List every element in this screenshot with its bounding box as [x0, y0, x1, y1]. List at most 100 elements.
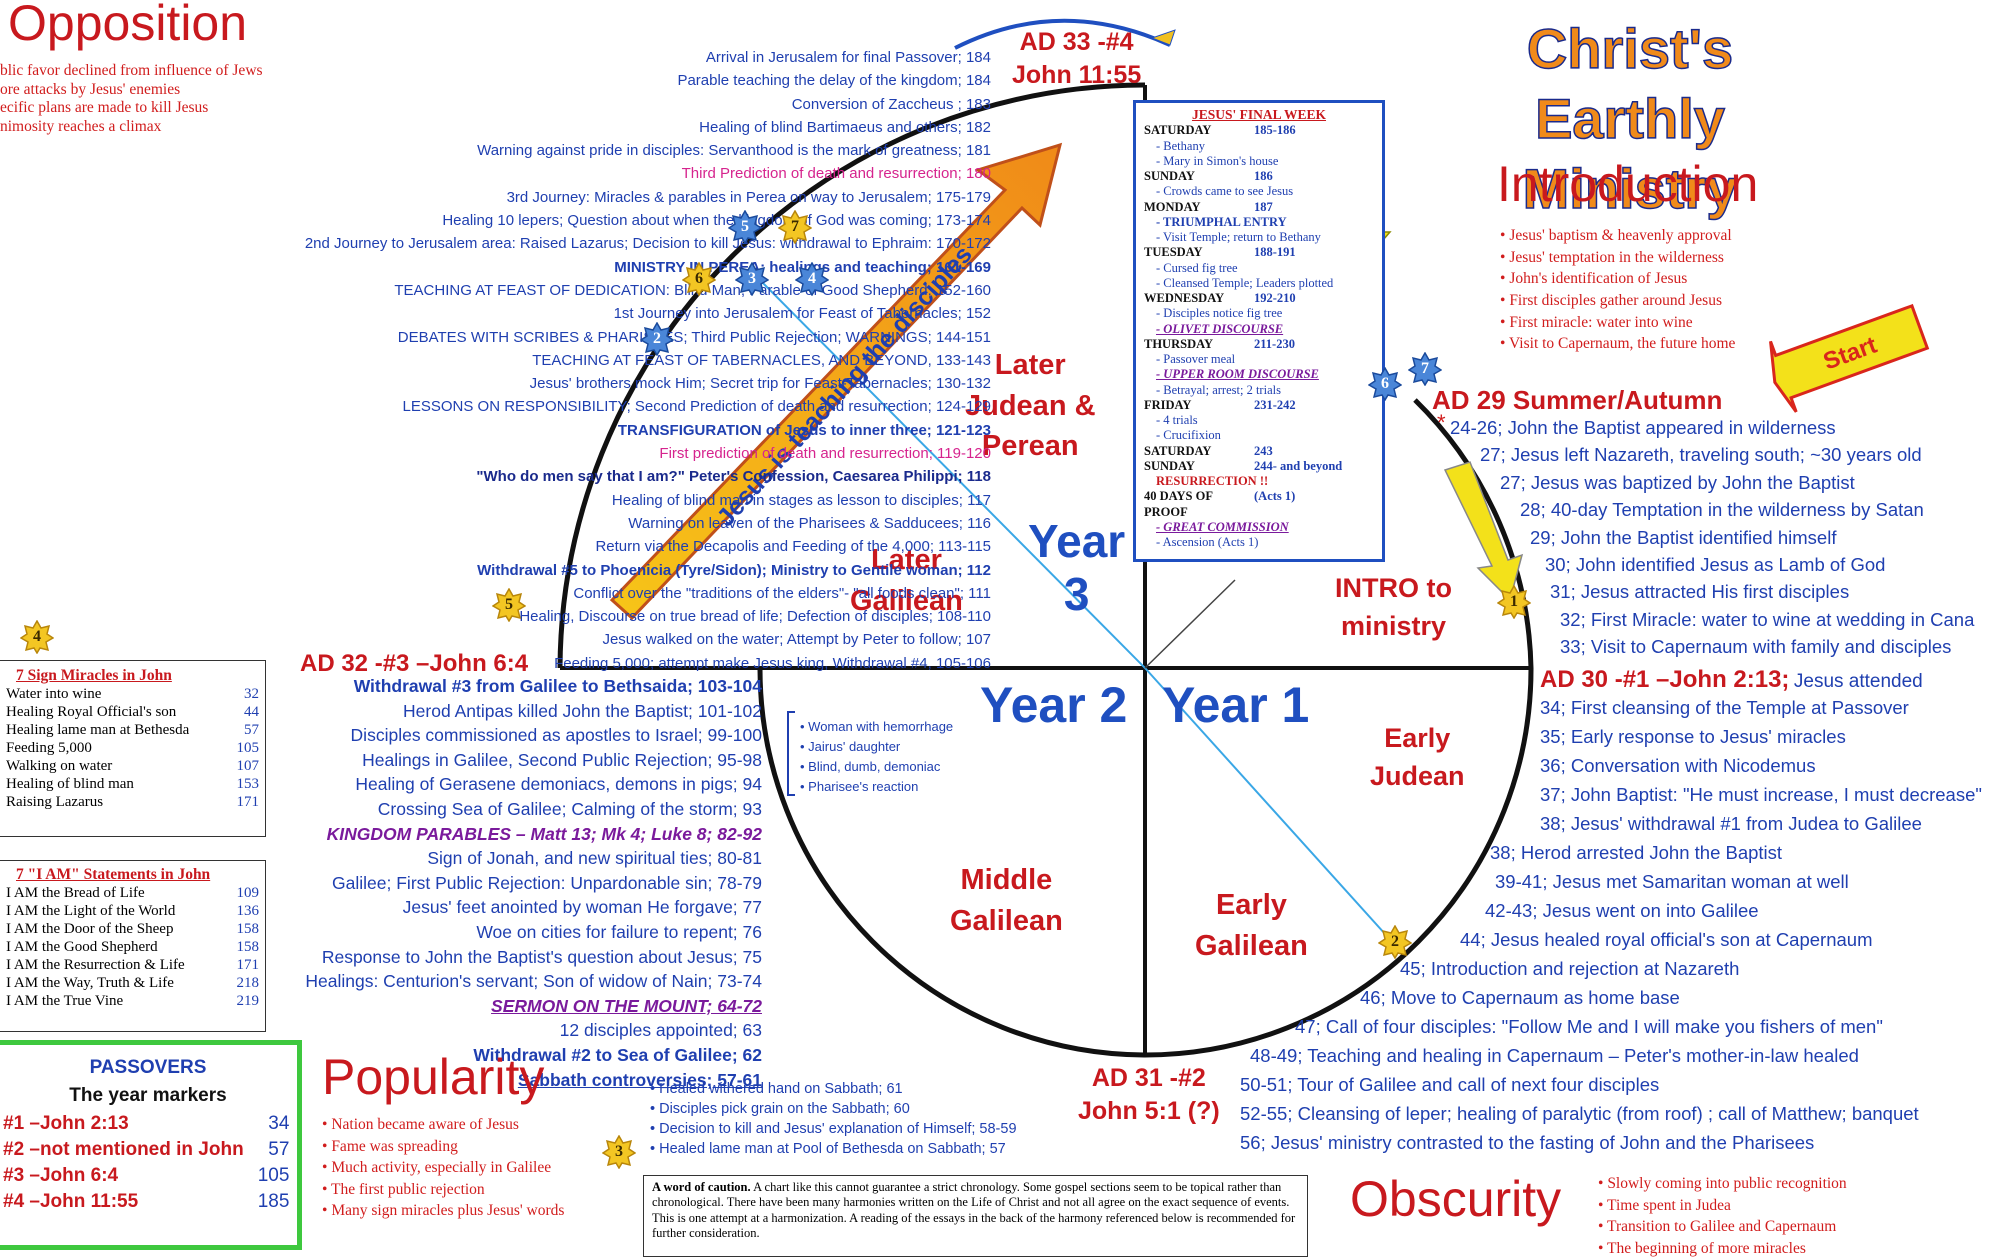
early-ministry-item: 47; Call of four disciples: "Follow Me a… — [1240, 1012, 1982, 1041]
later-ministry-item: Healing, Discourse on true bread of life… — [305, 605, 991, 628]
row-label: Feeding 5,000 — [0, 739, 225, 757]
passover-label: #2 –not mentioned in John — [0, 1137, 248, 1163]
middle-ministry-list: Withdrawal #3 from Galilee to Bethsaida;… — [305, 674, 762, 1092]
sabbath-item: • Decision to kill and Jesus' explanatio… — [650, 1119, 1017, 1139]
ad31-line2: John 5:1 (?) — [1078, 1095, 1220, 1128]
badge-number: 3 — [615, 1143, 623, 1161]
ad30-rest: Jesus attended — [1794, 671, 1923, 692]
badge-star-icon: 5 — [728, 210, 762, 244]
early-ministry-item: 38; Herod arrested John the Baptist — [1240, 838, 1982, 867]
row-value: 158 — [224, 938, 265, 956]
badge-star-icon: 2 — [1378, 925, 1412, 959]
ad31-line1: AD 31 -#2 — [1078, 1062, 1220, 1095]
early-ministry-item: 52-55; Cleansing of leper; healing of pa… — [1240, 1099, 1982, 1128]
opposition-item: blic favor declined from influence of Je… — [0, 62, 263, 81]
popularity-list: Nation became aware of Jesus Fame was sp… — [322, 1114, 564, 1222]
middle-ministry-item: Healings in Galilee, Second Public Rejec… — [305, 748, 762, 773]
middle-ministry-item: Withdrawal #3 from Galilee to Bethsaida;… — [305, 674, 762, 699]
day-ref: 188-191 — [1254, 245, 1296, 260]
passover-label: #1 –John 2:13 — [0, 1111, 248, 1137]
early-ministry-item: 35; Early response to Jesus' miracles — [1240, 722, 1982, 751]
year3-label: Year 3 — [1028, 515, 1125, 621]
later-ministry-item: Jesus' brothers mock Him; Secret trip fo… — [305, 372, 991, 395]
wedge-label: INTRO to — [1335, 570, 1452, 608]
middle-ministry-item: 12 disciples appointed; 63 — [305, 1018, 762, 1043]
badge-number: 5 — [505, 596, 513, 614]
ad33-line1: AD 33 -#4 — [1012, 26, 1141, 59]
badge-number: 4 — [33, 628, 41, 646]
badge-number: 7 — [791, 218, 799, 236]
badge-star-icon: 3 — [735, 262, 769, 296]
row-value: 171 — [225, 793, 265, 811]
later-ministry-item: Third Prediction of death and resurrecti… — [305, 162, 991, 185]
early-ministry-item: 45; Introduction and rejection at Nazare… — [1240, 954, 1982, 983]
later-ministry-item: 3rd Journey: Miracles & parables in Pere… — [305, 186, 991, 209]
final-week-event: - TRIUMPHAL ENTRY — [1144, 215, 1374, 230]
day-name: TUESDAY — [1144, 245, 1254, 260]
day-ref: 243 — [1254, 444, 1273, 459]
early-ministry-list: 24-26; John the Baptist appeared in wild… — [1450, 414, 1974, 661]
row-label: I AM the True Vine — [0, 992, 224, 1010]
introduction-item: John's identification of Jesus — [1500, 268, 1735, 290]
i-am-box: 7 "I AM" Statements in John I AM the Bre… — [0, 860, 266, 1032]
wedge-middle-galilean: Middle Galilean — [950, 860, 1063, 941]
badge-star-icon: 6 — [1368, 367, 1402, 401]
day-ref: 231-242 — [1254, 398, 1296, 413]
later-ministry-item: Arrival in Jerusalem for final Passover;… — [305, 46, 991, 69]
final-week-event: - Passover meal — [1144, 352, 1374, 367]
passover-ref: 57 — [248, 1137, 300, 1163]
red-asterisk: * — [1437, 410, 1446, 436]
passovers-box: PASSOVERS The year markers #1 –John 2:13… — [0, 1040, 302, 1250]
year3-number: 3 — [1028, 568, 1125, 621]
final-week-event: - Betrayal; arrest; 2 trials — [1144, 383, 1374, 398]
final-week-event: - OLIVET DISCOURSE — [1144, 322, 1374, 337]
badge-number: 5 — [741, 218, 749, 236]
early-ministry-list-2: 34; First cleansing of the Temple at Pas… — [1240, 693, 1982, 1157]
day-ref: 211-230 — [1254, 337, 1295, 352]
wedge-label: Galilean — [950, 901, 1063, 942]
obscurity-title: Obscurity — [1350, 1170, 1561, 1228]
badge-star-icon: 3 — [602, 1135, 636, 1169]
popularity-item: The first public rejection — [322, 1179, 564, 1201]
early-ministry-item: 39-41; Jesus met Samaritan woman at well — [1240, 867, 1982, 896]
row-label: I AM the Good Shepherd — [0, 938, 224, 956]
later-ministry-item: Withdrawal #5 to Phoenicia (Tyre/Sidon);… — [305, 559, 991, 582]
middle-ministry-item: Healings: Centurion's servant; Son of wi… — [305, 969, 762, 994]
row-label: Walking on water — [0, 757, 225, 775]
introduction-item: Visit to Capernaum, the future home — [1500, 333, 1735, 355]
bracket-item: • Jairus' daughter — [800, 737, 953, 757]
later-ministry-item: Healing of blind Bartimaeus and others; … — [305, 116, 991, 139]
final-week-event: - Crucifixion — [1144, 428, 1374, 443]
caution-bold: A word of caution. — [652, 1180, 751, 1194]
row-label: Healing of blind man — [0, 775, 225, 793]
final-week-event: - Crowds came to see Jesus — [1144, 184, 1374, 199]
early-ministry-item: 33; Visit to Capernaum with family and d… — [1450, 633, 1974, 660]
later-ministry-item: Warning against pride in disciples: Serv… — [305, 139, 991, 162]
row-value: 218 — [224, 974, 265, 992]
wedge-label: Middle — [950, 860, 1063, 901]
title-line1: Christ's — [1420, 14, 1840, 84]
badge-number: 6 — [1381, 375, 1389, 393]
badge-number: 1 — [1510, 593, 1518, 611]
early-ministry-item: 36; Conversation with Nicodemus — [1240, 751, 1982, 780]
middle-ministry-item: Response to John the Baptist's question … — [305, 945, 762, 970]
badge-star-icon: 5 — [492, 588, 526, 622]
sabbath-item: • Disciples pick grain on the Sabbath; 6… — [650, 1099, 1017, 1119]
introduction-item: Jesus' temptation in the wilderness — [1500, 247, 1735, 269]
day-ref: 185-186 — [1254, 123, 1296, 138]
day-ref: 192-210 — [1254, 291, 1296, 306]
later-ministry-item: 2nd Journey to Jerusalem area: Raised La… — [305, 232, 991, 255]
middle-ministry-item: Jesus' feet anointed by woman He forgave… — [305, 895, 762, 920]
